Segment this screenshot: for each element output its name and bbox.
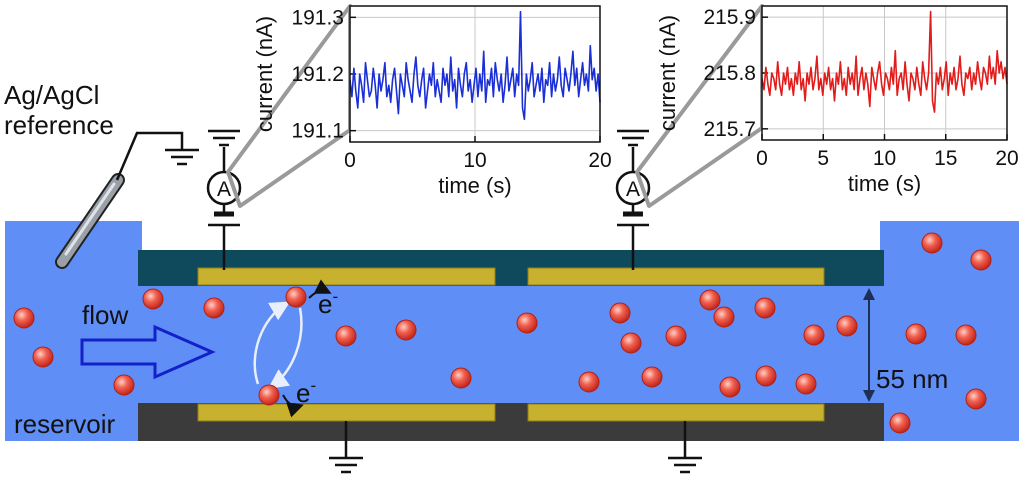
chart-left: 0 10 20 191.1 191.2 191.3 time (s) current (nA): [252, 5, 612, 198]
particle: [32, 346, 54, 368]
reference-label-line2: reference: [4, 110, 114, 140]
particle: [719, 376, 741, 398]
y-axis-label: current (nA): [655, 15, 680, 131]
x-tick-label: 10: [463, 149, 486, 172]
x-axis-label: time (s): [438, 173, 511, 198]
particle: [13, 307, 35, 329]
particle: [450, 367, 472, 389]
right-ammeter-label: A: [626, 178, 640, 201]
particle: [609, 302, 631, 324]
y-tick-label: 215.9: [703, 6, 756, 29]
particle: [755, 365, 777, 387]
electron-label-bottom: e-: [296, 376, 316, 408]
bottom-ground-left: [329, 421, 363, 474]
top-electrode-right: [527, 267, 825, 286]
electron-label-top: e-: [318, 287, 338, 319]
particle: [699, 289, 721, 311]
chart-right: 0 5 10 15 20 215.7 215.8 215.9 time (s) current (…: [655, 5, 1019, 196]
height-label: 55 nm: [876, 364, 948, 394]
particle: [395, 319, 417, 341]
series-line: [761, 10, 1008, 113]
reference-electrode: [55, 131, 199, 269]
particle: [970, 249, 992, 271]
particle: [641, 366, 663, 388]
particle: [258, 384, 280, 406]
y-axis-label: current (nA): [252, 16, 277, 132]
flow-label: flow: [82, 300, 128, 330]
particle: [516, 312, 538, 334]
left-callout: [226, 4, 352, 208]
x-tick-label: 0: [344, 149, 356, 172]
particles: [13, 232, 992, 434]
reference-label-line1: Ag/AgCl: [4, 80, 99, 110]
particle: [889, 412, 911, 434]
particle: [795, 373, 817, 395]
x-tick-label: 0: [756, 147, 768, 170]
particle: [665, 325, 687, 347]
particle: [713, 306, 735, 328]
y-tick-label: 215.8: [703, 62, 756, 85]
particle: [803, 324, 825, 346]
bottom-electrode-right: [527, 403, 825, 422]
redox-cycle-arrows: [253, 279, 332, 418]
right-reservoir: [880, 221, 1019, 441]
particle: [335, 325, 357, 347]
reservoir-label: reservoir: [14, 409, 115, 439]
x-tick-label: 10: [873, 147, 896, 170]
x-axis-label: time (s): [848, 171, 921, 196]
particle: [965, 388, 987, 410]
particle: [921, 232, 943, 254]
bottom-ground-right: [668, 421, 702, 474]
x-tick-label: 20: [588, 149, 611, 172]
series-line: [349, 10, 601, 121]
particle: [113, 374, 135, 396]
y-tick-label: 215.7: [703, 118, 756, 141]
y-tick-label: 191.2: [291, 63, 344, 86]
particle: [955, 324, 977, 346]
particle: [754, 297, 776, 319]
x-tick-label: 5: [817, 147, 829, 170]
particle: [203, 297, 225, 319]
x-tick-label: 15: [934, 147, 957, 170]
plot-frame: [349, 5, 601, 143]
particle: [905, 323, 927, 345]
y-tick-label: 191.1: [291, 120, 344, 143]
y-tick-label: 191.3: [291, 6, 344, 29]
left-reservoir: [5, 221, 142, 441]
particle: [142, 288, 164, 310]
particle: [578, 371, 600, 393]
left-ammeter-label: A: [217, 178, 231, 201]
top-electrode-left: [197, 267, 496, 286]
particle: [620, 332, 642, 354]
particle: [836, 315, 858, 337]
x-tick-label: 20: [995, 147, 1018, 170]
flow-arrow: [80, 324, 216, 380]
bottom-electrode-left: [197, 403, 496, 422]
particle: [285, 286, 307, 308]
plot-frame: [761, 5, 1008, 141]
